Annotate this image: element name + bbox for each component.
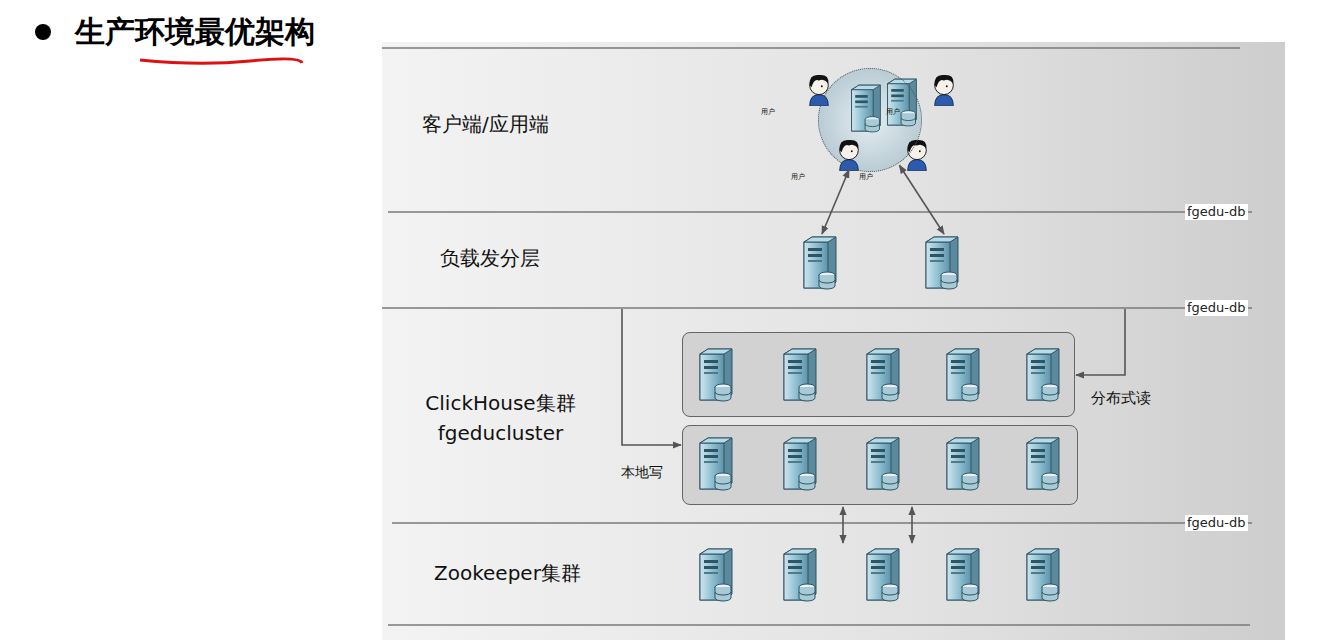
network-label: fgedu-db — [1185, 204, 1248, 220]
slide-title: 生产环境最优架构 — [75, 12, 315, 53]
user-label: 用户 — [886, 108, 900, 116]
layer-band: 负载发分层 — [388, 212, 1180, 308]
layer-label: 负载发分层 — [440, 246, 540, 270]
layer-band: 客户端/应用端用户用户用户用户 — [388, 48, 1180, 212]
user-label: 用户 — [859, 173, 873, 181]
layer-band: Zookeeper集群 — [388, 523, 1180, 625]
layer-label: ClickHouse集群 fgeducluster — [418, 388, 583, 448]
connector-arrow — [899, 165, 944, 234]
flow-label: 本地写 — [621, 464, 663, 481]
network-label: fgedu-db — [1185, 515, 1248, 531]
connector-arrow — [1076, 309, 1125, 375]
connector-arrow — [842, 507, 844, 543]
layer-label: 客户端/应用端 — [422, 112, 549, 136]
flow-label: 分布式读 — [1091, 389, 1151, 407]
cluster-group: 本地写 — [682, 425, 1078, 505]
layer-label: Zookeeper集群 — [434, 561, 581, 585]
user-label: 用户 — [761, 108, 775, 116]
connector-arrow — [911, 507, 913, 543]
user-label: 用户 — [791, 173, 805, 181]
network-label: fgedu-db — [1185, 300, 1248, 316]
connector-arrow — [822, 170, 849, 234]
connector-arrow — [622, 309, 681, 445]
client-circle: 用户用户用户用户 — [818, 68, 922, 172]
cluster-group: 分布式读 — [682, 332, 1075, 417]
layer-band: ClickHouse集群 fgeducluster分布式读本地写 — [388, 308, 1180, 523]
